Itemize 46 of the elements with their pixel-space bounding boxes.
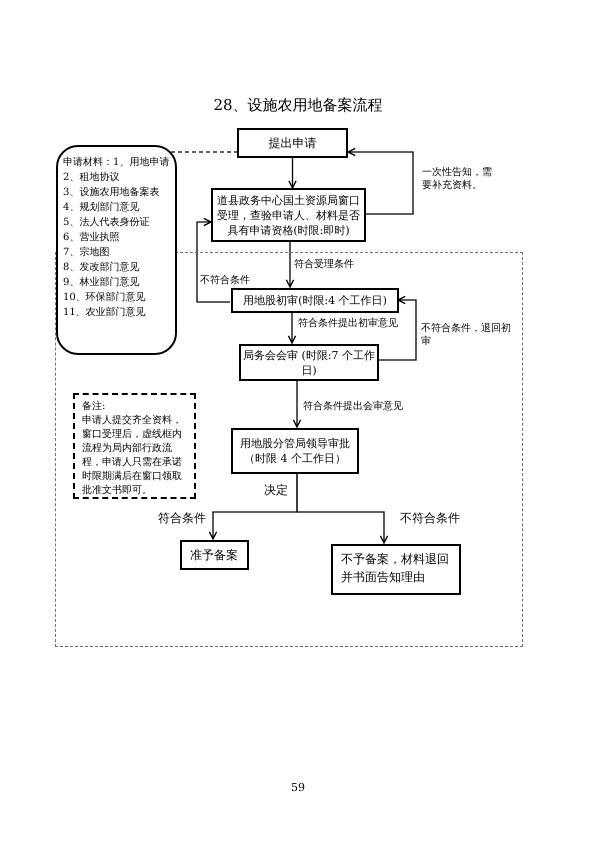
process-box — [237, 128, 348, 158]
note-box — [73, 393, 196, 499]
edge-label: 不符合条件 — [400, 512, 460, 525]
edge-label: 符合条件提出会审意见 — [303, 400, 403, 413]
process-box — [180, 540, 249, 570]
arrow — [288, 312, 296, 344]
box-text: 申请人提交齐全资料，窗口受理后，虚线框内流程为局内部行政流程，申请人只需在承诺时限期满后在窗口领取批准文书即可。 — [82, 414, 183, 498]
note-heading: 备注: — [82, 400, 106, 414]
box-text: 2、租地协议 — [63, 170, 120, 185]
box-text: 7、宗地图 — [63, 246, 110, 260]
edge-label: 一次性告知，需要补充资料。 — [422, 166, 494, 192]
box-text: 5、法人代表身份证 — [63, 216, 150, 230]
process-box — [331, 544, 461, 595]
title: 28、设施农用地备案流程 — [212, 95, 384, 116]
box-text: 用地股初审(时限:4 个工作日) — [242, 293, 388, 308]
box-text: 用地股分管局领导审批（时限 4 个工作日） — [239, 436, 351, 466]
box-text: 局务会会审 (时限:7 个工作日) — [243, 348, 375, 378]
decision-label: 决定 — [264, 482, 288, 499]
edge-label: 符合条件提出初审意见 — [298, 317, 398, 330]
arrow — [288, 158, 297, 189]
box-text: 准予备案 — [190, 547, 239, 564]
box-text: 4、规划部门意见 — [63, 200, 140, 215]
box-text: 9、林业部门意见 — [63, 276, 140, 290]
box-text: 10、环保部门意见 — [63, 290, 147, 305]
arrow — [196, 218, 230, 303]
box-text: 8、发改部门意见 — [63, 260, 140, 275]
arrow — [347, 148, 414, 215]
arrow — [296, 473, 388, 544]
edge-label: 符合条件 — [158, 512, 206, 525]
arrow — [286, 242, 294, 288]
box-text: 道县政务中心国土资源局窗口受理，查验申请人、材料是否具有申请资格(时限:即时) — [216, 192, 361, 238]
box-text: 11、农业部门意见 — [63, 306, 147, 320]
box-text: 不予备案，材料退回并书面告知理由 — [341, 551, 450, 586]
edge-label: 符合受理条件 — [294, 258, 354, 271]
process-box — [231, 428, 359, 474]
materials-list-box — [56, 145, 177, 355]
page-number: 59 — [290, 780, 306, 796]
process-box — [231, 288, 399, 313]
connector-line — [171, 151, 237, 153]
box-text: 3、设施农用地备案表 — [63, 186, 160, 200]
box-text: 6、营业执照 — [63, 230, 120, 245]
box-text: 提出申请 — [268, 135, 318, 151]
arrow — [292, 380, 302, 428]
edge-label: 不符合条件 — [200, 274, 250, 287]
arrow — [378, 296, 417, 361]
box-text: 申请材料：1、用地申请 — [63, 156, 170, 170]
